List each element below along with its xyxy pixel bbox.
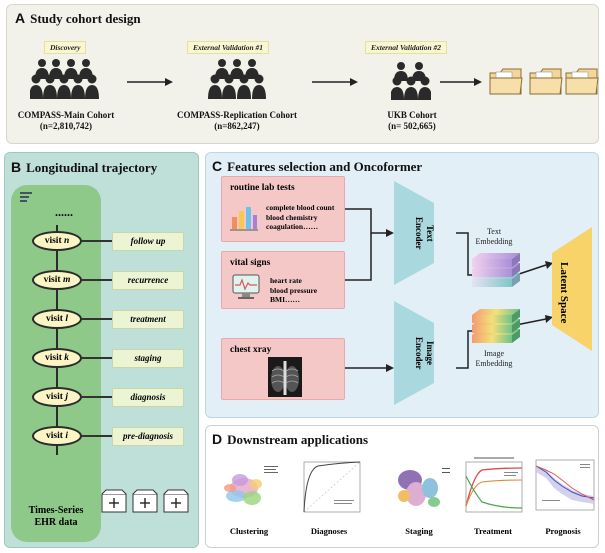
arrow-icon — [440, 78, 482, 86]
lab-icon — [230, 207, 258, 231]
app-label-treatment: Treatment — [474, 526, 512, 536]
visit-connector — [82, 396, 112, 398]
vital-signs-box: vital signs heart rate blood pressure BM… — [221, 251, 345, 309]
treatment-curve-thumbnail — [465, 457, 523, 513]
vital-signs-title: vital signs — [230, 258, 271, 268]
chest-xray-title: chest xray — [230, 345, 272, 355]
arrow-icon — [312, 78, 358, 86]
text-embedding-stack — [472, 253, 520, 287]
list-icon — [20, 192, 32, 202]
crowd-icon — [30, 59, 99, 99]
cohort-badge-validation-2: External Validation #2 — [365, 41, 448, 54]
folder-icon — [489, 68, 523, 95]
visit-event-label: pre-diagnosis — [112, 427, 184, 446]
connector-lines — [345, 208, 553, 372]
visit-event-label: recurrence — [112, 271, 184, 290]
staging-umap-thumbnail — [398, 468, 450, 507]
diagnoses-roc-thumbnail — [303, 461, 361, 513]
visit-event-label: staging — [112, 349, 184, 368]
arrow-icon — [127, 78, 173, 86]
visit-node: visit j — [32, 387, 82, 407]
app-label-staging: Staging — [405, 526, 433, 536]
cohort-badge-validation-1: External Validation #1 — [187, 41, 270, 54]
latent-space-label: Latent Space — [558, 262, 570, 324]
visit-node: visit m — [32, 270, 82, 290]
visit-node: visit i — [32, 426, 82, 446]
visit-event-label: treatment — [112, 310, 184, 329]
visit-connector — [82, 279, 112, 281]
panel-letter: D — [212, 431, 223, 447]
cohort-name-ukb: UKB Cohort (n= 502,665) — [387, 110, 437, 131]
vital-signs-items: heart rate blood pressure BMI…… — [270, 276, 318, 304]
crowd-icon — [391, 62, 431, 100]
image-encoder-shape — [394, 301, 434, 405]
panel-letter: A — [15, 10, 26, 26]
lab-tests-items: complete blood count blood chemistry coa… — [266, 203, 335, 231]
visit-node: visit k — [32, 348, 82, 368]
chest-xray-box: chest xray — [221, 338, 345, 400]
visit-node: visit l — [32, 309, 82, 329]
clustering-thumbnail — [224, 466, 278, 505]
folder-icon — [529, 68, 563, 95]
timeline-line — [56, 225, 58, 455]
visit-connector — [82, 357, 112, 359]
app-label-prognosis: Prognosis — [545, 526, 581, 536]
monitor-icon — [232, 274, 260, 299]
image-embedding-stack — [472, 309, 520, 343]
visit-connector — [82, 435, 112, 437]
text-encoder-shape — [394, 181, 434, 285]
visit-connector — [82, 240, 112, 242]
visit-connector — [82, 318, 112, 320]
cohort-badge-discovery: Discovery — [44, 41, 87, 54]
panel-letter: C — [212, 158, 223, 174]
latent-space-shape — [552, 227, 592, 351]
crowd-icon — [208, 59, 266, 99]
lab-tests-box: routine lab tests complete blood count b… — [221, 176, 345, 242]
ehr-label: Times-Series EHR data — [28, 505, 84, 528]
add-record-icon — [101, 489, 189, 513]
app-label-diagnoses: Diagnoses — [310, 526, 348, 536]
visit-event-label: diagnosis — [112, 388, 184, 407]
xray-image-icon — [268, 357, 302, 397]
prognosis-km-thumbnail — [535, 459, 595, 511]
lab-tests-title: routine lab tests — [230, 183, 295, 193]
visit-node: visit n — [32, 231, 82, 251]
folder-icon — [565, 68, 599, 95]
app-label-clustering: Clustering — [229, 526, 269, 536]
cohort-name-main: COMPASS-Main Cohort (n=2,810,742) — [17, 110, 115, 131]
panel-letter: B — [11, 159, 22, 175]
cohort-name-replication: COMPASS-Replication Cohort (n=862,247) — [176, 110, 298, 131]
text-embedding-label: Text Embedding — [475, 227, 513, 246]
image-embedding-label: Image Embedding — [475, 349, 513, 368]
ellipsis-text: ...... — [55, 205, 73, 219]
visit-event-label: follow up — [112, 232, 184, 251]
